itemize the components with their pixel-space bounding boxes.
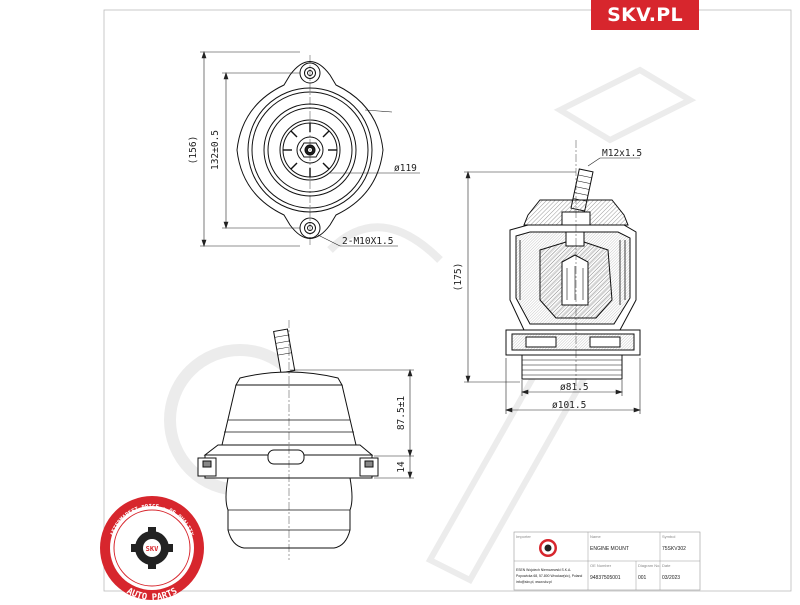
tb-page-label: Diagram No.	[638, 563, 660, 568]
gear-icon	[131, 527, 173, 569]
seal-center: SKV	[146, 545, 159, 553]
tb-date-label: Date	[662, 563, 671, 568]
dim-side-height: 87.5±1	[396, 396, 407, 431]
tb-importer-line-2: Popowicka 68, 57-800 Wroclaw(sic), Polan…	[516, 574, 582, 578]
section-view	[505, 140, 641, 388]
tb-importer-line-3: info@skv.pl, www.skv.pl	[516, 580, 552, 584]
tb-oe-value: 94837505001	[590, 575, 621, 581]
tb-name-label: Name	[590, 534, 601, 539]
tb-date-value: 03/2023	[662, 575, 680, 581]
top-view-dimensions	[200, 51, 420, 247]
dim-inner-diameter: ø81.5	[560, 382, 589, 393]
dim-thread-m10: 2-M10X1.5	[342, 236, 393, 247]
tb-name-value: ENGINE MOUNT	[590, 546, 629, 552]
auto-parts-seal: AFTERMARKET PRICE · OE QUALITY AUTO PART…	[100, 496, 204, 603]
tb-page-value: 001	[638, 575, 647, 581]
dim-hole-spacing: 132±0.5	[210, 130, 221, 170]
tb-importer-line-1: ESEN Wojciech Niemczewski S.K.A.	[516, 568, 571, 572]
tb-oe-label: OE Number	[590, 563, 612, 568]
skv-brand-link[interactable]: SKV.PL	[591, 0, 699, 30]
title-block: Importer ESEN Wojciech Niemczewski S.K.A…	[513, 531, 701, 591]
side-view	[197, 320, 379, 560]
dim-flange-height: 14	[396, 461, 407, 473]
tb-symbol-label: Symbol	[662, 534, 675, 539]
dim-diameter-119: ø119	[394, 163, 417, 174]
dim-stud-m12: M12x1.5	[602, 148, 642, 159]
sheet-frame	[103, 9, 792, 592]
side-view-dimensions	[290, 369, 414, 479]
dim-total-height: (175)	[453, 263, 464, 292]
dim-outer-diameter: ø101.5	[552, 400, 586, 411]
dim-overall-height: (156)	[188, 136, 199, 165]
section-view-dimensions	[464, 157, 641, 414]
top-view	[236, 55, 384, 245]
tb-symbol-value: 75SKV302	[662, 546, 686, 552]
tb-importer-label: Importer	[516, 534, 532, 539]
title-block-logo	[539, 539, 557, 557]
